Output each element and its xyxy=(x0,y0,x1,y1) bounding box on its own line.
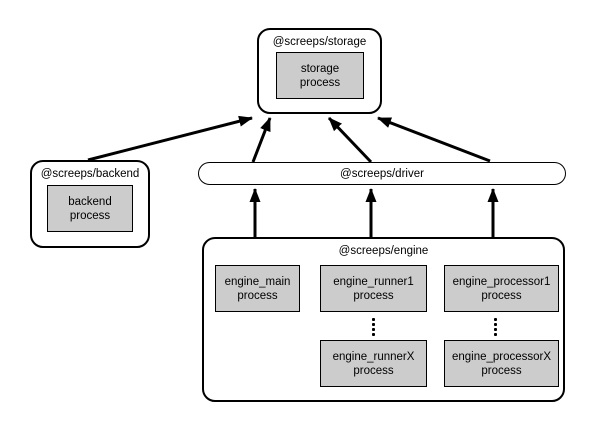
engine-processorX-line2: process xyxy=(481,364,522,377)
engine-processor1-process-box: engine_processor1 process xyxy=(444,265,559,312)
backend-package-label: @screeps/backend xyxy=(40,168,140,180)
storage-process-line2: process xyxy=(299,76,341,89)
engine-runner1-line1: engine_runner1 xyxy=(333,275,414,288)
engine-runnerX-line2: process xyxy=(353,364,394,377)
engine-processorX-process-box: engine_processorX process xyxy=(444,340,559,387)
engine-runnerX-line1: engine_runnerX xyxy=(332,350,415,363)
arrow-backend-to-storage xyxy=(87,115,253,162)
storage-package-box: @screeps/storage storage process xyxy=(257,28,382,114)
backend-process-line2: process xyxy=(69,209,111,222)
engine-runner1-line2: process xyxy=(353,289,394,302)
engine-package-label: @screeps/engine xyxy=(338,245,429,257)
driver-package-label: @screeps/driver xyxy=(340,167,424,180)
storage-process-box: storage process xyxy=(276,52,364,99)
backend-process-line1: backend xyxy=(68,195,112,208)
engine-package-box: @screeps/engine engine_main process engi… xyxy=(202,237,565,402)
engine-main-process-box: engine_main process xyxy=(215,265,300,312)
driver-package-box: @screeps/driver xyxy=(198,162,566,185)
engine-processor1-line2: process xyxy=(481,289,522,302)
storage-process-line1: storage xyxy=(300,62,340,75)
engine-processorX-line1: engine_processorX xyxy=(451,350,552,363)
engine-main-line1: engine_main xyxy=(224,275,291,288)
arrow-driver-mid-to-storage xyxy=(327,116,373,164)
arrow-driver-left-to-storage xyxy=(251,117,272,163)
backend-package-box: @screeps/backend backend process xyxy=(30,160,150,248)
engine-main-line2: process xyxy=(237,289,278,302)
engine-processor1-line1: engine_processor1 xyxy=(452,275,551,288)
vertical-ellipsis-icon xyxy=(494,318,497,336)
arrow-driver-right-to-storage xyxy=(377,116,491,163)
vertical-ellipsis-icon xyxy=(372,318,375,336)
backend-process-box: backend process xyxy=(47,185,133,232)
storage-package-label: @screeps/storage xyxy=(272,36,367,48)
engine-runner1-process-box: engine_runner1 process xyxy=(320,265,427,312)
engine-runnerX-process-box: engine_runnerX process xyxy=(320,340,427,387)
